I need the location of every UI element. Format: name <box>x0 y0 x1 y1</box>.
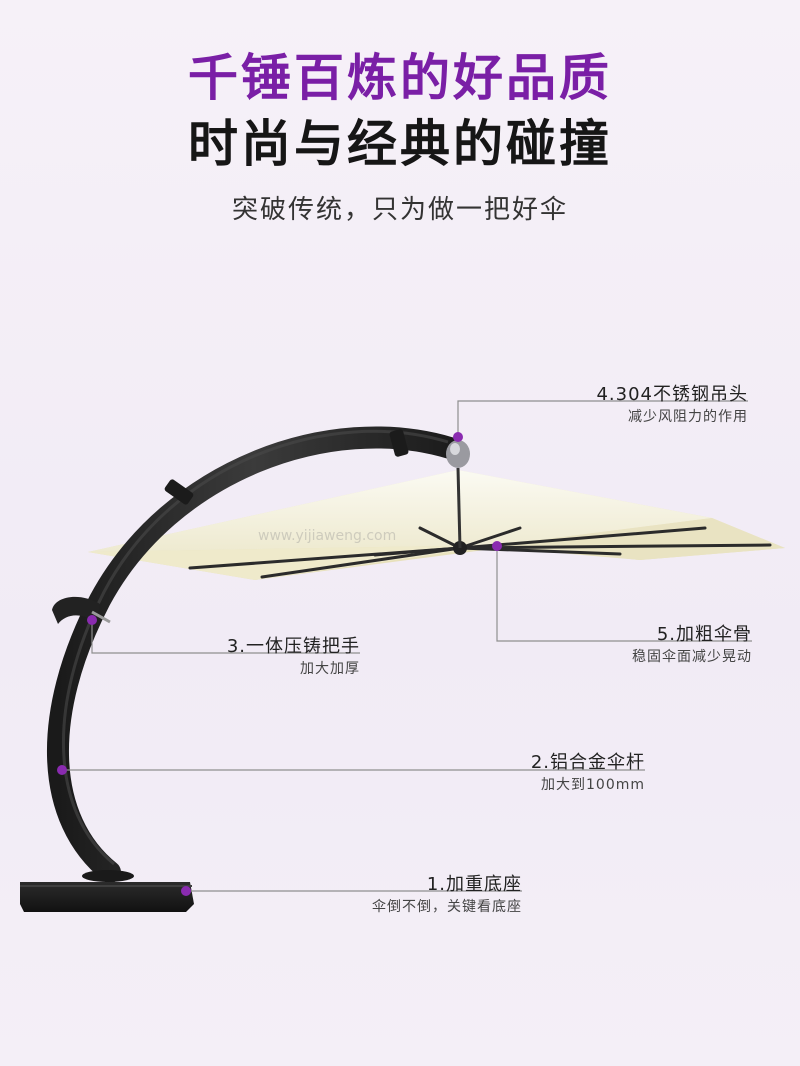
headline-line2: 时尚与经典的碰撞 <box>188 115 612 173</box>
handle-marker <box>87 615 97 625</box>
ribs-leader <box>496 546 752 642</box>
canopy-ribs <box>188 526 772 579</box>
callout-markers <box>57 432 502 896</box>
headline-line1: 千锤百炼的好品质 <box>188 49 612 107</box>
callout-base-title: 1.加重底座 <box>426 874 522 895</box>
pole-marker <box>57 765 67 775</box>
watermark-text: www.yijiaweng.com <box>258 528 397 544</box>
canopy-top <box>88 470 712 552</box>
callout-hook-desc: 减少风阻力的作用 <box>628 409 748 425</box>
pole-collar-mid <box>164 479 194 505</box>
headline-subtitle: 突破传统，只为做一把好伞 <box>231 195 568 225</box>
ribs-marker <box>492 541 502 551</box>
hook-marker <box>453 432 463 442</box>
pole-collar-top <box>389 429 409 457</box>
handle-crank <box>91 610 111 624</box>
pole-foot <box>82 870 134 882</box>
hub-stem <box>456 467 462 549</box>
callout-base-desc: 伞倒不倒，关键看底座 <box>372 899 522 915</box>
hook-leader <box>457 400 748 436</box>
callout-pole-title: 2.铝合金伞杆 <box>530 752 645 773</box>
pole-highlight <box>62 429 449 866</box>
callout-lines <box>62 400 752 892</box>
callout-handle-title: 3.一体压铸把手 <box>226 636 360 657</box>
base-marker <box>181 886 191 896</box>
callout-handle-desc: 加大加厚 <box>300 661 360 677</box>
handle-leader <box>91 620 360 654</box>
callout-hook-title: 4.304不锈钢吊头 <box>596 384 748 405</box>
callout-ribs-title: 5.加粗伞骨 <box>656 624 752 645</box>
callout-pole-desc: 加大到100mm <box>541 777 645 793</box>
weighted-base <box>20 882 194 912</box>
callout-ribs-desc: 稳固伞面减少晃动 <box>632 649 752 665</box>
canopy-front-panel <box>500 518 785 560</box>
